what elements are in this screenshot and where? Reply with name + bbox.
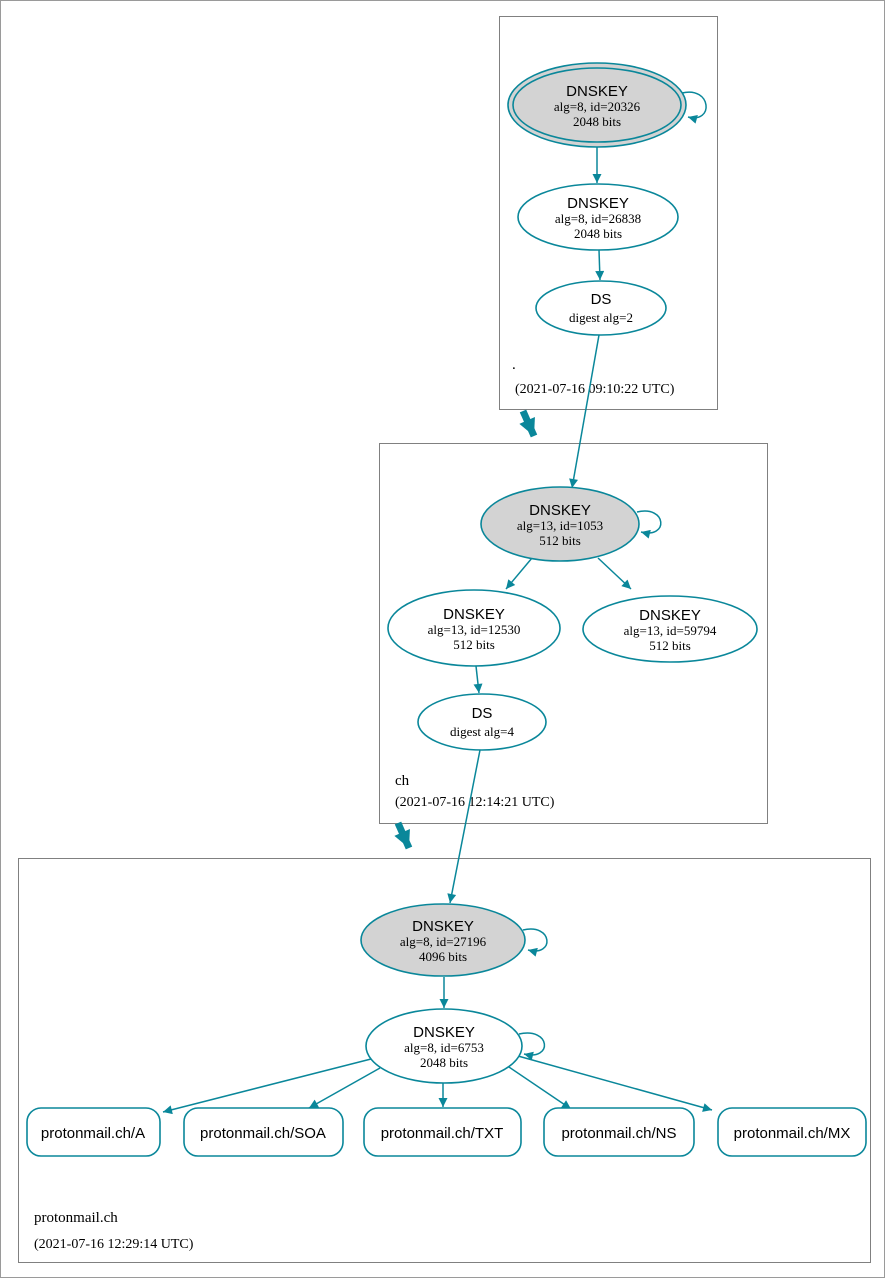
rrset-node-txt: protonmail.ch/TXT — [363, 1107, 522, 1157]
root-zsk-ellipse — [517, 183, 679, 251]
zone-box-protonmail — [18, 858, 871, 1263]
root-zsk-title: DNSKEY — [567, 195, 629, 212]
root-ksk-outer-ellipse — [507, 62, 687, 148]
zone-timestamp-ch: (2021-07-16 12:14:21 UTC) — [395, 795, 555, 810]
ch-ksk-ellipse — [480, 486, 640, 562]
protonmail-zsk-title: DNSKEY — [413, 1024, 475, 1041]
protonmail-ksk-detail1: alg=8, id=27196 — [400, 934, 487, 949]
ch-zsk2-title: DNSKEY — [639, 607, 701, 624]
edge-zsk-to-rrset-a — [162, 1058, 372, 1115]
ch-ksk-detail2: 512 bits — [539, 533, 581, 548]
ch-ds-title: DS — [472, 705, 493, 722]
node-protonmail-ksk-dnskey: DNSKEY alg=8, id=27196 4096 bits — [360, 903, 526, 977]
ch-zsk2-detail2: 512 bits — [649, 638, 691, 653]
zone-timestamp-protonmail: (2021-07-16 12:29:14 UTC) — [34, 1237, 194, 1252]
root-ds-detail1: digest alg=2 — [569, 310, 633, 325]
edge-root-ds-to-ch-ksk — [569, 334, 600, 489]
root-zsk-detail2: 2048 bits — [574, 226, 622, 241]
ch-ksk-title: DNSKEY — [529, 502, 591, 519]
node-ch-ksk-dnskey: DNSKEY alg=13, id=1053 512 bits — [480, 486, 640, 562]
root-ksk-inner-ellipse — [512, 67, 682, 143]
rrset-node-mx: protonmail.ch/MX — [717, 1107, 867, 1157]
rrset-mx-rect — [717, 1107, 867, 1157]
ch-zsk2-detail1: alg=13, id=59794 — [624, 623, 717, 638]
node-ch-zsk1-dnskey: DNSKEY alg=13, id=12530 512 bits — [387, 589, 561, 667]
rrset-soa-label: protonmail.ch/SOA — [200, 1125, 326, 1142]
zone-box-ch — [379, 443, 768, 824]
root-ksk-detail2: 2048 bits — [573, 114, 621, 129]
rrset-a-rect — [26, 1107, 161, 1157]
edge-ch-zsk1-to-ds — [473, 665, 483, 694]
edge-protonmail-ksk-selfloop — [522, 928, 548, 957]
root-zsk-detail1: alg=8, id=26838 — [555, 211, 641, 226]
ch-zsk1-ellipse — [387, 589, 561, 667]
ch-zsk1-title: DNSKEY — [443, 606, 505, 623]
ch-ds-ellipse — [417, 693, 547, 751]
edge-zsk-to-rrset-mx — [517, 1055, 713, 1112]
zone-name-protonmail: protonmail.ch — [34, 1210, 118, 1226]
rrset-ns-rect — [543, 1107, 695, 1157]
protonmail-zsk-detail2: 2048 bits — [420, 1055, 468, 1070]
root-ds-ellipse — [535, 280, 667, 336]
edge-delegation-ch-to-protonmail — [394, 821, 413, 850]
ch-zsk1-detail1: alg=13, id=12530 — [428, 622, 521, 637]
rrset-ns-label: protonmail.ch/NS — [561, 1125, 676, 1142]
ch-ksk-detail1: alg=13, id=1053 — [517, 518, 603, 533]
zone-box-root — [499, 16, 718, 410]
zone-name-root: . — [512, 357, 516, 373]
rrset-node-a: protonmail.ch/A — [26, 1107, 161, 1157]
rrset-txt-rect — [363, 1107, 522, 1157]
node-root-ksk-dnskey: DNSKEY alg=8, id=20326 2048 bits — [507, 62, 687, 148]
rrset-mx-label: protonmail.ch/MX — [734, 1125, 851, 1142]
edge-ch-ksk-selfloop — [636, 510, 662, 539]
edge-root-zsk-to-ds — [595, 249, 605, 281]
zone-name-ch: ch — [395, 773, 410, 789]
edge-ch-ksk-to-zsk2 — [597, 557, 632, 590]
ch-zsk1-detail2: 512 bits — [453, 637, 495, 652]
rrset-soa-rect — [183, 1107, 344, 1157]
node-root-ds: DS digest alg=2 — [535, 280, 667, 336]
rrset-node-ns: protonmail.ch/NS — [543, 1107, 695, 1157]
ch-zsk2-ellipse — [582, 595, 758, 663]
protonmail-ksk-title: DNSKEY — [412, 918, 474, 935]
node-ch-zsk2-dnskey: DNSKEY alg=13, id=59794 512 bits — [582, 595, 758, 663]
edge-delegation-root-to-ch — [519, 409, 538, 438]
node-protonmail-zsk-dnskey: DNSKEY alg=8, id=6753 2048 bits — [365, 1008, 523, 1084]
rrset-a-label: protonmail.ch/A — [41, 1125, 145, 1142]
edge-ch-ksk-to-zsk1 — [505, 557, 533, 590]
rrset-node-soa: protonmail.ch/SOA — [183, 1107, 344, 1157]
ch-ds-detail1: digest alg=4 — [450, 724, 515, 739]
node-root-zsk-dnskey: DNSKEY alg=8, id=26838 2048 bits — [517, 183, 679, 251]
edge-protonmail-zsk-selfloop — [518, 1032, 546, 1061]
protonmail-ksk-detail2: 4096 bits — [419, 949, 467, 964]
root-ds-title: DS — [591, 291, 612, 308]
protonmail-zsk-detail1: alg=8, id=6753 — [404, 1040, 484, 1055]
root-ksk-title: DNSKEY — [566, 83, 628, 100]
protonmail-zsk-ellipse — [365, 1008, 523, 1084]
edge-zsk-to-rrset-soa — [308, 1067, 381, 1109]
node-ch-ds: DS digest alg=4 — [417, 693, 547, 751]
rrset-txt-label: protonmail.ch/TXT — [381, 1125, 504, 1142]
edge-zsk-to-rrset-ns — [505, 1064, 572, 1110]
zone-timestamp-root: (2021-07-16 09:10:22 UTC) — [515, 382, 675, 397]
edge-ch-ds-to-protonmail-ksk — [447, 749, 481, 904]
edge-root-ksk-selfloop — [681, 91, 707, 124]
protonmail-ksk-ellipse — [360, 903, 526, 977]
root-ksk-detail1: alg=8, id=20326 — [554, 99, 641, 114]
